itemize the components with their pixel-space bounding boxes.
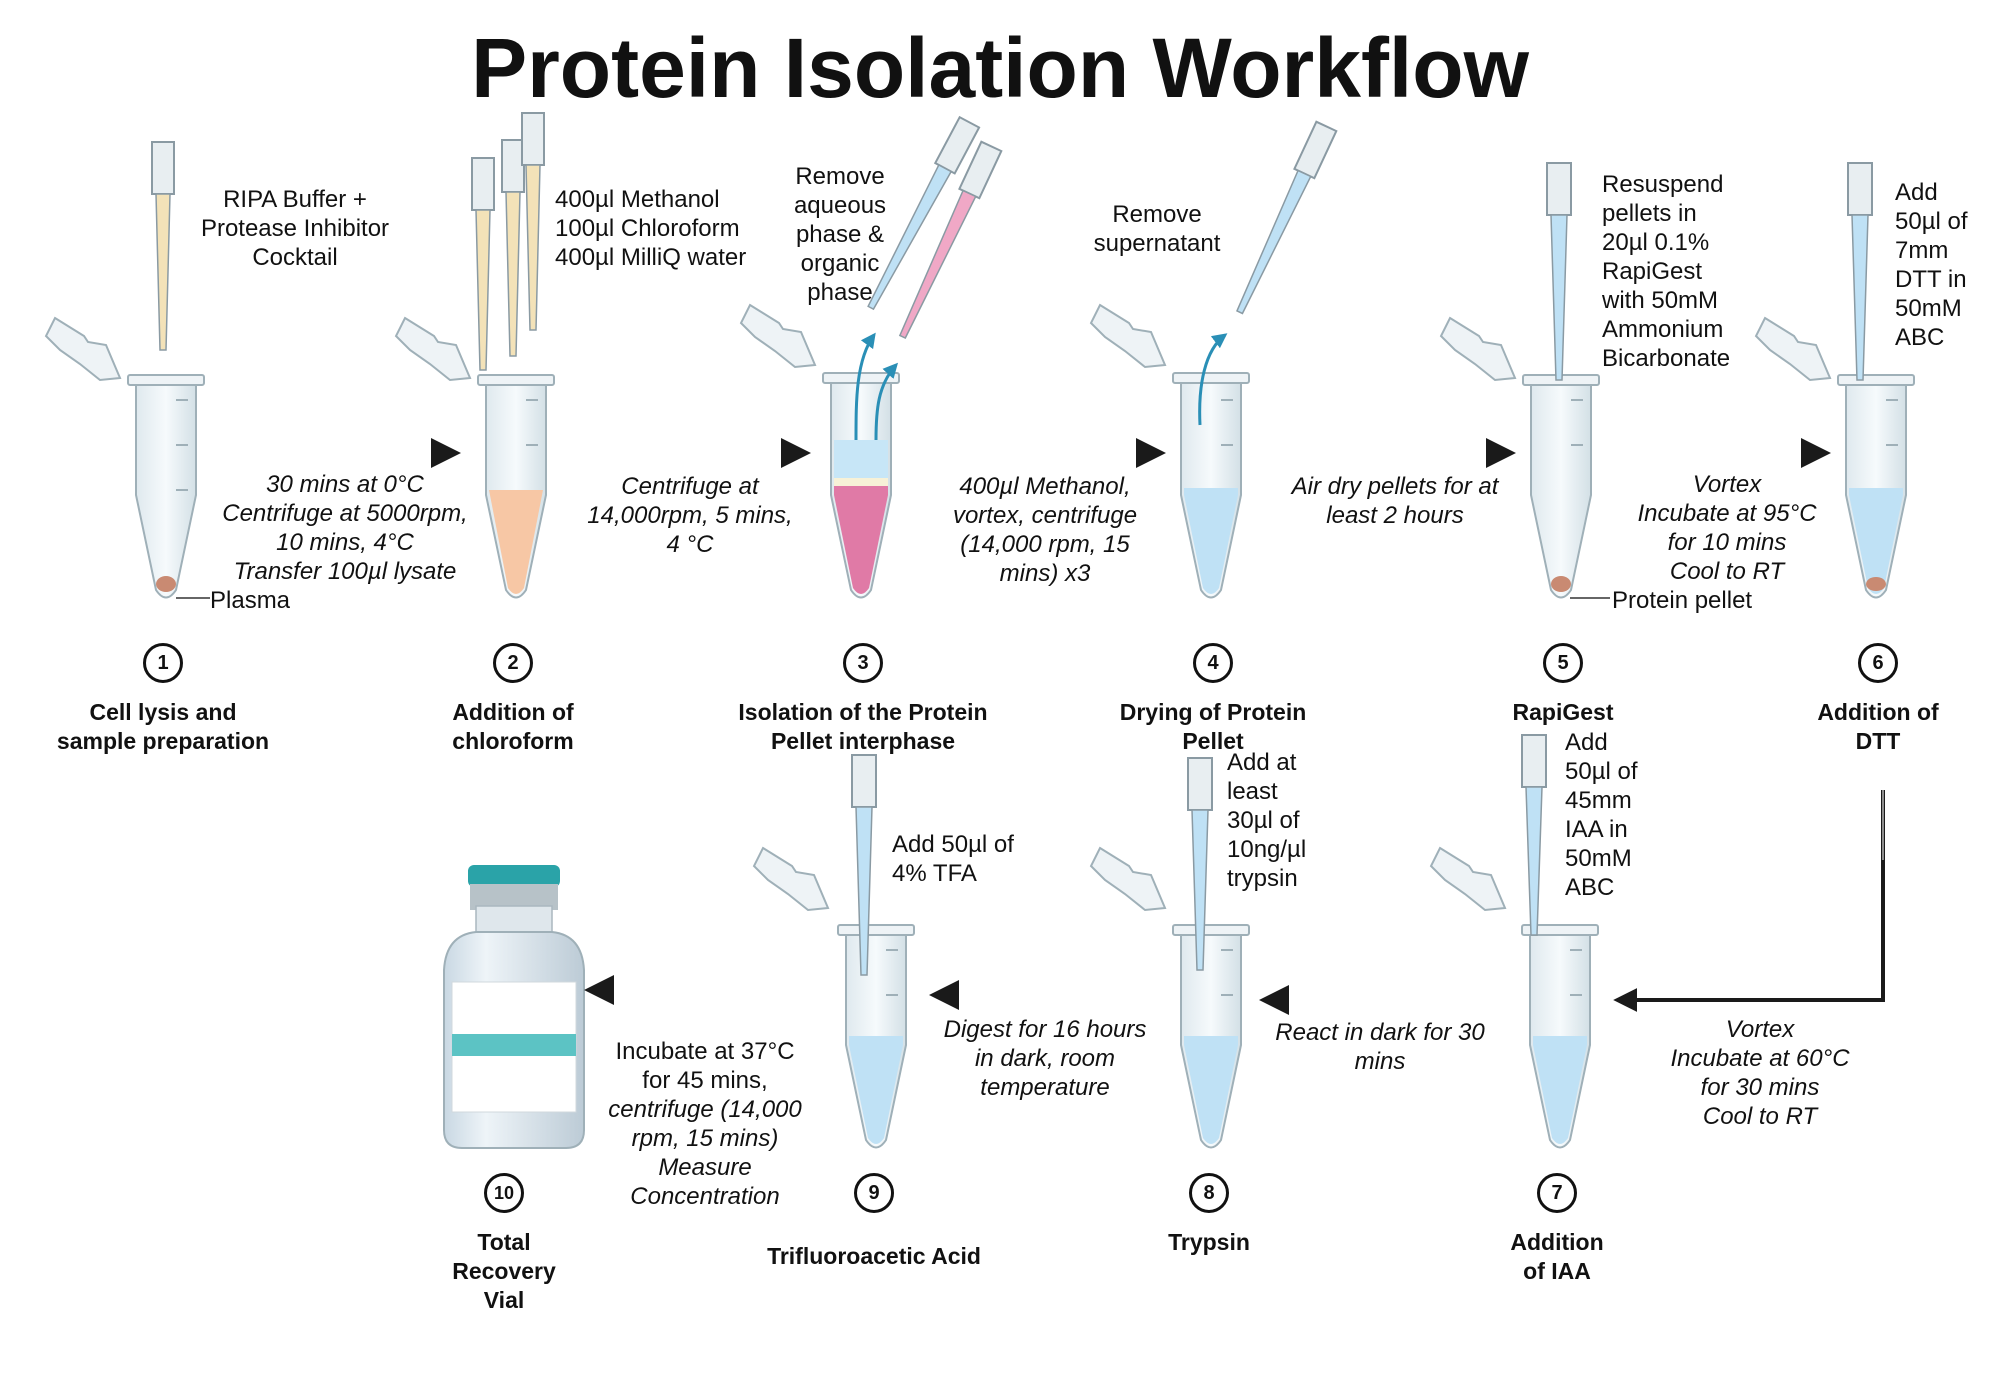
step-title-7: Addition of IAA: [1510, 1229, 1604, 1284]
reagent-label-5: Resuspend pellets in 20µl 0.1% RapiGest …: [1602, 171, 1731, 372]
step-title-5: RapiGest: [1512, 699, 1614, 725]
reagent-label-3: Remove aqueous phase & organic phase: [793, 163, 887, 306]
tube-6: [1754, 316, 1915, 599]
step-badge-10: 10: [484, 1173, 524, 1213]
aqueous-layer: [834, 440, 888, 478]
side-label-plasma: Plasma: [210, 587, 291, 614]
tube-9: [752, 846, 915, 1149]
protein-interphase: [834, 478, 888, 486]
transition-label-8-9: Digest for 16 hours in dark, room temper…: [943, 1016, 1147, 1101]
reagent-label-6: Add 50µl of 7mm DTT in 50mM ABC: [1895, 179, 1968, 351]
pipettes-remove-phases: [867, 115, 1003, 339]
step-badge-1: 1: [143, 643, 183, 683]
page-title: Protein Isolation Workflow: [471, 21, 1529, 115]
pipette-ripa: [151, 141, 175, 351]
reagent-label-9: Add 50µl of 4% TFA: [892, 831, 1014, 887]
arrow-6-7: [1613, 790, 1885, 1012]
transition-label-7-8: React in dark for 30 mins: [1275, 1019, 1485, 1075]
tube-3: [739, 303, 900, 599]
reagent-label-7: Add 50µl of 45mm IAA in 50mM ABC: [1565, 729, 1638, 901]
reagent-label-1: RIPA Buffer + Protease Inhibitor Cocktai…: [200, 186, 390, 271]
step-title-1: Cell lysis and sample preparation: [56, 699, 270, 754]
orange-liquid: [489, 490, 543, 594]
step-title-10: Total Recovery Vial: [452, 1229, 556, 1313]
recovery-vial: [443, 865, 585, 1149]
transition-label-1-2: 30 mins at 0°C Centrifuge at 5000rpm, 10…: [222, 471, 468, 585]
step-badge-2: 2: [493, 643, 533, 683]
tube-1: [44, 316, 210, 599]
step-badge-8: 8: [1189, 1173, 1229, 1213]
transition-label-9-10-italic: centrifuge (14,000 rpm, 15 mins) Measure…: [608, 1096, 802, 1210]
reagent-label-8: Add at least 30µl of 10ng/µl trypsin: [1227, 749, 1307, 892]
pipette-iaa: [1521, 734, 1547, 936]
transition-label-6-7: Vortex Incubate at 60°C for 30 mins Cool…: [1670, 1016, 1850, 1130]
step-badge-3: 3: [843, 643, 883, 683]
transition-label-5-6: Vortex Incubate at 95°C for 10 mins Cool…: [1637, 471, 1817, 585]
step-badge-5: 5: [1543, 643, 1583, 683]
transition-label-9-10: Incubate at 37°C for 45 mins, centrifuge…: [590, 1008, 820, 1240]
protein-pellet: [1551, 576, 1571, 592]
reagent-label-4: Remove supernatant: [1093, 201, 1221, 257]
transition-label-4-5: Air dry pellets for at least 2 hours: [1291, 473, 1499, 529]
pipettes-methanol-chloroform-water: [471, 112, 545, 371]
tube-5: [1439, 316, 1610, 599]
organic-phase: [834, 486, 888, 594]
tube-4: [1089, 303, 1250, 599]
step-badge-6: 6: [1858, 643, 1898, 683]
step-title-3: Isolation of the Protein Pellet interpha…: [738, 699, 988, 754]
step-title-4: Drying of Protein Pellet: [1119, 699, 1307, 754]
transition-label-2-3: Centrifuge at 14,000rpm, 5 mins, 4 °C: [587, 473, 793, 558]
plasma-droplet: [156, 576, 176, 592]
step-title-6: Addition of DTT: [1817, 699, 1939, 754]
step-badge-4: 4: [1193, 643, 1233, 683]
tube-2: [394, 316, 555, 599]
transition-label-9-10-normal: Incubate at 37°C for 45 mins,: [615, 1038, 795, 1094]
transition-label-3-4: 400µl Methanol, vortex, centrifuge (14,0…: [952, 473, 1138, 587]
side-label-protein-pellet: Protein pellet: [1612, 587, 1753, 614]
pipette-tfa: [851, 754, 877, 976]
step-badge-7: 7: [1537, 1173, 1577, 1213]
reagent-label-2: 400µl Methanol 100µl Chloroform 400µl Mi…: [555, 186, 747, 271]
step-title-9: Trifluoroacetic Acid: [767, 1243, 981, 1269]
step-title-2: Addition of chloroform: [452, 699, 574, 754]
pipette-trypsin: [1187, 757, 1213, 971]
pipette-rapigest: [1546, 162, 1572, 381]
tube-8: [1089, 846, 1250, 1149]
step-badge-9: 9: [854, 1173, 894, 1213]
tube-7: [1429, 846, 1599, 1149]
step-title-8: Trypsin: [1168, 1229, 1250, 1255]
pipette-remove-supernatant: [1236, 120, 1338, 315]
pipette-dtt: [1847, 162, 1873, 381]
